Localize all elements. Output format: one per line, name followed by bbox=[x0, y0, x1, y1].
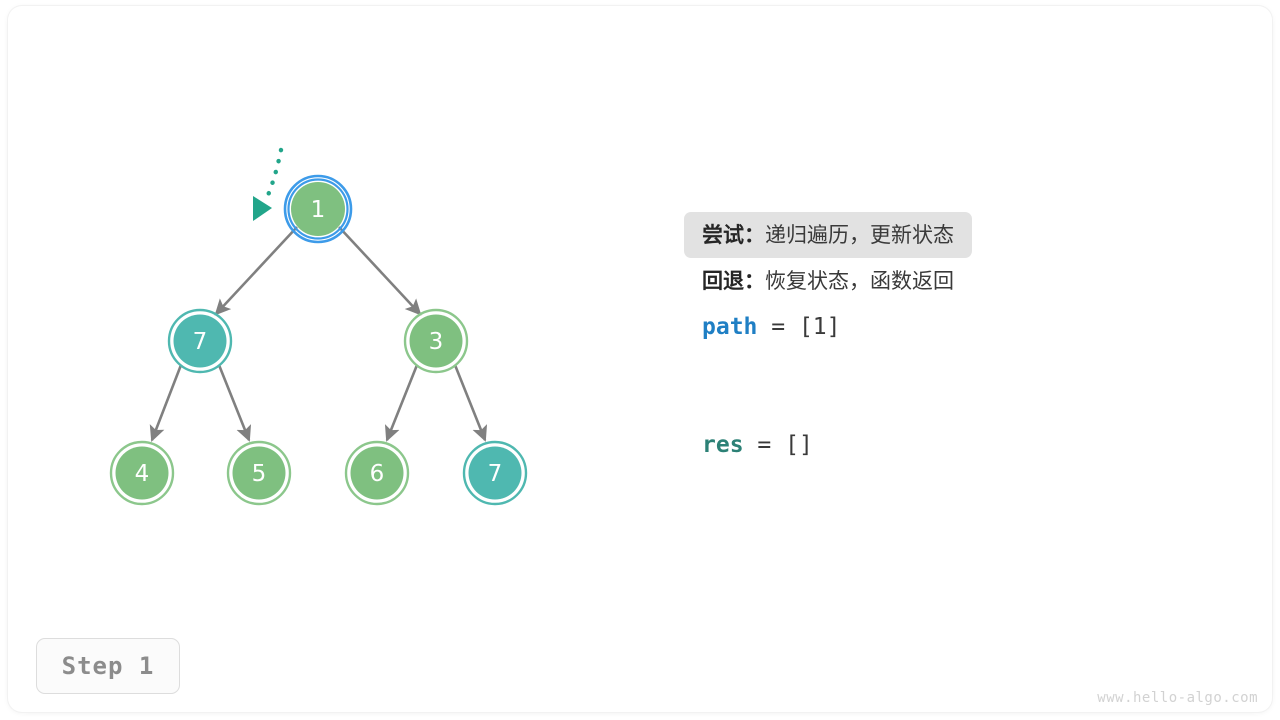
try-line: 尝试：递归遍历，更新状态 bbox=[684, 212, 1204, 258]
tree-node-6[interactable]: 6 bbox=[344, 440, 410, 506]
node-circle bbox=[232, 446, 286, 500]
res-equals: = bbox=[743, 432, 786, 458]
step-label: Step 1 bbox=[61, 652, 155, 680]
try-text: 递归遍历，更新状态 bbox=[765, 223, 954, 247]
res-variable: res bbox=[702, 432, 744, 458]
edge-3-7b bbox=[453, 364, 488, 442]
watermark-text: www.hello-algo.com bbox=[1097, 690, 1258, 706]
backtrack-line: 回退：恢复状态，函数返回 bbox=[684, 258, 1204, 304]
tree-node-7-left[interactable]: 7 bbox=[167, 308, 233, 374]
edge-1-3 bbox=[338, 226, 422, 316]
node-value: 7 bbox=[488, 461, 503, 487]
tree-node-4[interactable]: 4 bbox=[109, 440, 175, 506]
res-line: res = [] bbox=[684, 422, 1204, 468]
node-active-ring-inner bbox=[287, 178, 349, 240]
node-circle bbox=[115, 446, 169, 500]
watermark: www.hello-algo.com bbox=[1097, 690, 1258, 706]
edge-1-7 bbox=[214, 226, 298, 316]
edge-7-4 bbox=[149, 364, 183, 442]
node-circle bbox=[409, 314, 463, 368]
node-ring bbox=[109, 440, 175, 506]
try-highlight: 尝试：递归遍历，更新状态 bbox=[684, 212, 972, 258]
panel-spacer bbox=[684, 350, 1204, 422]
try-label: 尝试： bbox=[702, 223, 765, 247]
node-ring bbox=[167, 308, 233, 374]
state-info-panel: 尝试：递归遍历，更新状态 回退：恢复状态，函数返回 path = [1] res… bbox=[684, 212, 1204, 468]
node-value: 7 bbox=[193, 329, 208, 355]
recursion-entry-pointer bbox=[253, 147, 284, 221]
node-ring bbox=[403, 308, 469, 374]
step-badge: Step 1 bbox=[36, 638, 180, 694]
edge-7-5 bbox=[217, 364, 252, 442]
node-value: 3 bbox=[429, 329, 444, 355]
node-circle bbox=[291, 182, 345, 236]
node-value: 6 bbox=[370, 461, 385, 487]
node-ring bbox=[462, 440, 528, 506]
node-circle bbox=[173, 314, 227, 368]
node-value: 5 bbox=[252, 461, 267, 487]
path-variable: path bbox=[702, 314, 758, 340]
tree-node-5[interactable]: 5 bbox=[226, 440, 292, 506]
tree-edges bbox=[149, 226, 488, 442]
edge-3-6 bbox=[384, 364, 419, 442]
node-value: 1 bbox=[311, 197, 326, 223]
node-ring bbox=[344, 440, 410, 506]
node-circle bbox=[350, 446, 404, 500]
path-equals: = bbox=[757, 314, 799, 340]
node-ring bbox=[226, 440, 292, 506]
tree-node-7-right[interactable]: 7 bbox=[462, 440, 528, 506]
backtrack-text: 恢复状态，函数返回 bbox=[765, 269, 954, 293]
node-value: 4 bbox=[135, 461, 150, 487]
binary-tree-diagram: 1 7 3 4 5 6 7 bbox=[109, 147, 528, 506]
tree-node-1[interactable]: 1 bbox=[283, 174, 353, 244]
path-line: path = [1] bbox=[684, 304, 1204, 350]
backtrack-row: 回退：恢复状态，函数返回 bbox=[684, 258, 972, 304]
res-value: [] bbox=[785, 432, 813, 458]
tree-node-3[interactable]: 3 bbox=[403, 308, 469, 374]
backtrack-label: 回退： bbox=[702, 269, 765, 293]
node-active-ring-outer bbox=[283, 174, 353, 244]
path-value: [1] bbox=[798, 314, 841, 340]
node-circle bbox=[468, 446, 522, 500]
